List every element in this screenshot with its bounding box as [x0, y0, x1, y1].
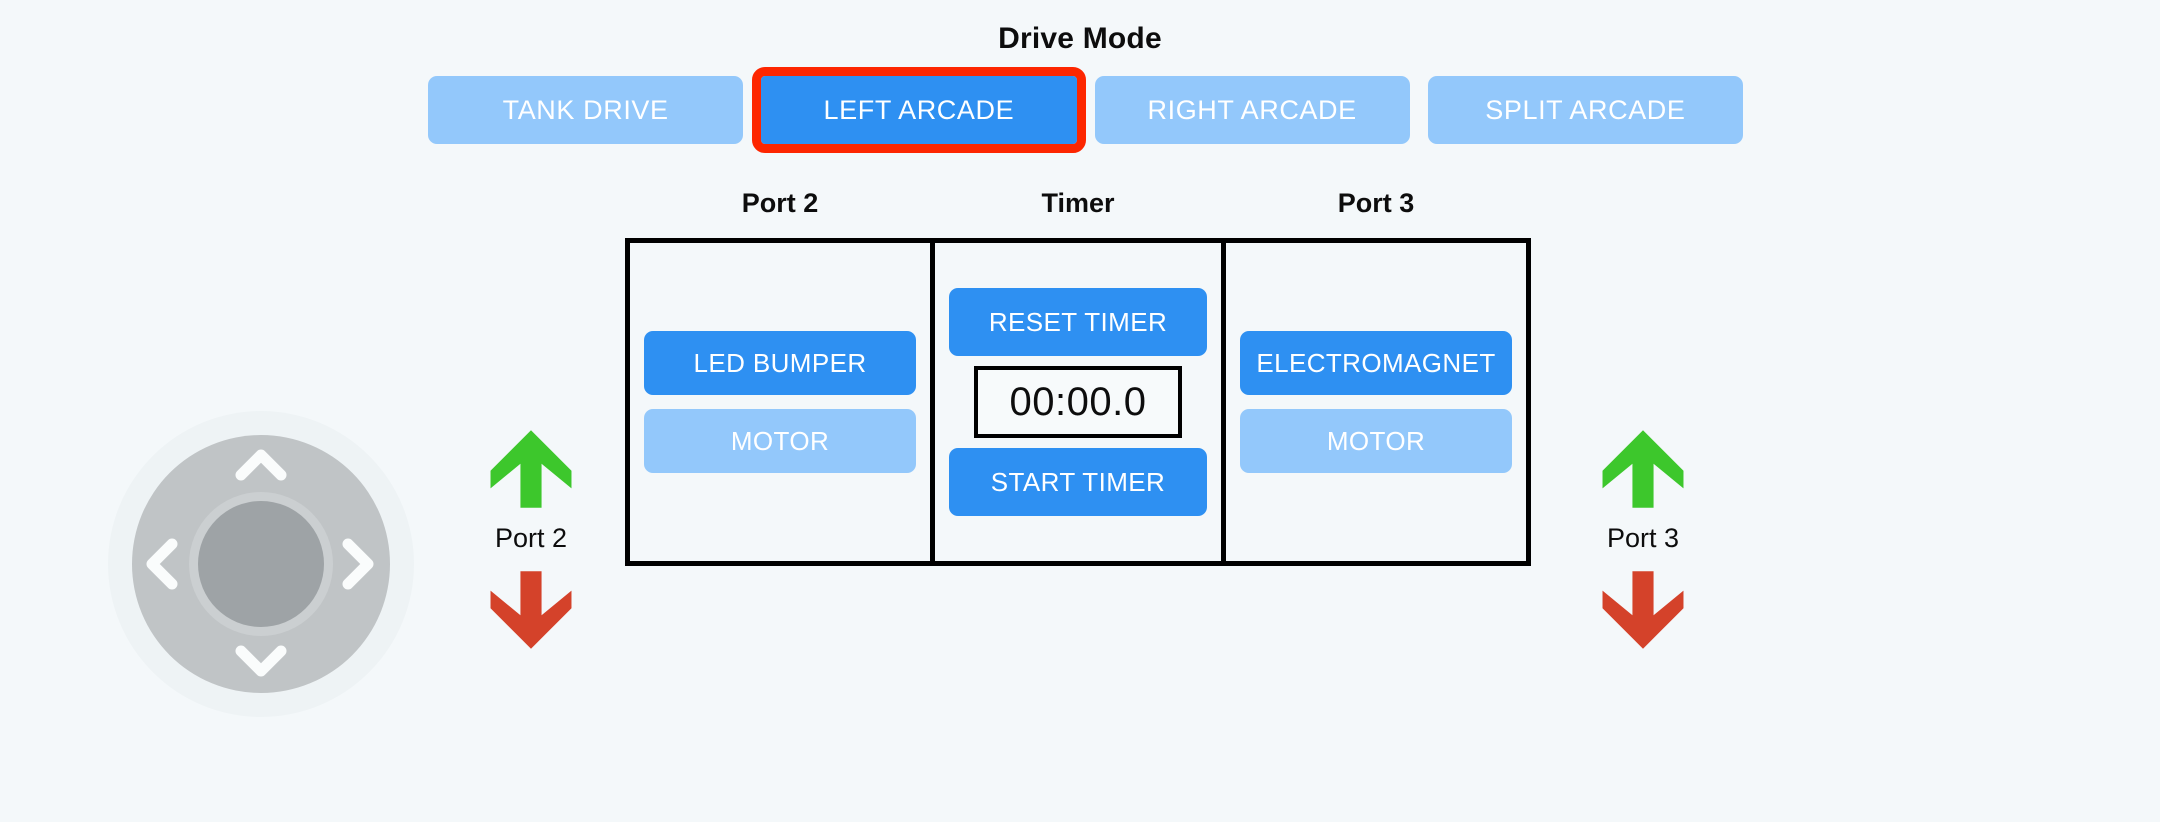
- green-up-arrow-icon[interactable]: [487, 425, 575, 513]
- drive-mode-button-group: TANK DRIVE LEFT ARCADE RIGHT ARCADE SPLI…: [428, 67, 1743, 153]
- port2-label: Port 2: [494, 523, 568, 553]
- chevron-right-icon[interactable]: [330, 536, 386, 592]
- reset-timer-button[interactable]: RESET TIMER: [949, 288, 1207, 356]
- chevron-down-icon[interactable]: [233, 633, 289, 689]
- start-timer-button[interactable]: START TIMER: [949, 448, 1207, 516]
- directional-pad[interactable]: [108, 411, 414, 717]
- port2-motor-button[interactable]: MOTOR: [644, 409, 916, 473]
- drive-mode-right-arcade-button[interactable]: RIGHT ARCADE: [1094, 76, 1410, 144]
- chevron-up-icon[interactable]: [233, 437, 289, 493]
- panel-header-port3: Port 3: [1337, 188, 1415, 218]
- port3-electromagnet-button[interactable]: ELECTROMAGNET: [1240, 331, 1512, 395]
- red-down-arrow-icon[interactable]: [1599, 566, 1687, 654]
- chevron-left-icon[interactable]: [134, 536, 190, 592]
- port2-led-bumper-button[interactable]: LED BUMPER: [644, 331, 916, 395]
- panel-header-port2: Port 2: [741, 188, 819, 218]
- drive-mode-title: Drive Mode: [998, 22, 1162, 55]
- panel-header-row: Port 2 Timer Port 3: [625, 188, 1531, 230]
- port3-arrow-controls: Port 3: [1558, 425, 1728, 654]
- port2-arrow-controls: Port 2: [446, 425, 616, 654]
- port3-motor-button[interactable]: MOTOR: [1240, 409, 1512, 473]
- port2-column: LED BUMPER MOTOR: [630, 243, 935, 561]
- device-control-panel: LED BUMPER MOTOR RESET TIMER 00:00.0 STA…: [625, 238, 1531, 566]
- drive-mode-tank-drive-button[interactable]: TANK DRIVE: [428, 76, 744, 144]
- port3-label: Port 3: [1606, 523, 1680, 553]
- panel-header-timer: Timer: [1041, 188, 1115, 218]
- timer-display: 00:00.0: [974, 366, 1182, 438]
- timer-column: RESET TIMER 00:00.0 START TIMER: [935, 243, 1226, 561]
- dpad-center-button[interactable]: [198, 501, 324, 627]
- drive-mode-split-arcade-button[interactable]: SPLIT ARCADE: [1427, 76, 1743, 144]
- drive-mode-left-arcade-button[interactable]: LEFT ARCADE: [752, 67, 1086, 153]
- red-down-arrow-icon[interactable]: [487, 566, 575, 654]
- port3-column: ELECTROMAGNET MOTOR: [1226, 243, 1526, 561]
- green-up-arrow-icon[interactable]: [1599, 425, 1687, 513]
